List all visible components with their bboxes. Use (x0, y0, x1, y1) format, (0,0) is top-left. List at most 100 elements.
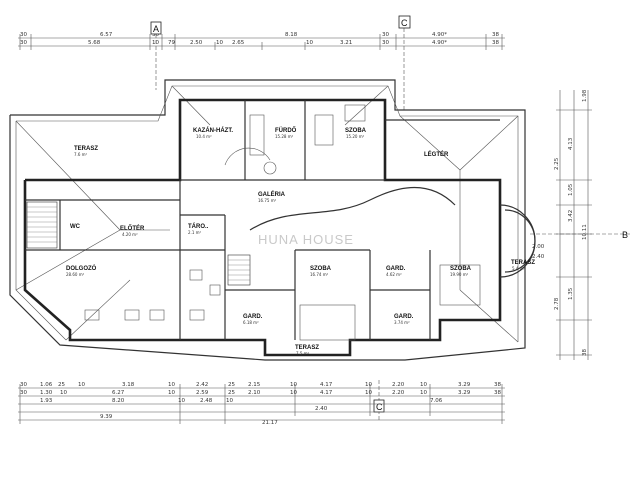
bottom-dim1-4: 10 (78, 382, 85, 388)
top-dim2-2: 5.68 (88, 40, 101, 46)
right-dim-3: 1.05 (568, 183, 574, 196)
room-gard-3-name: GARD. (394, 314, 414, 320)
bottom-dim1-2: 1.06 (40, 382, 53, 388)
room-terasz-nw-name: TERASZ (74, 146, 98, 152)
room-szoba-n-area: 15.20 m² (346, 134, 365, 139)
right-dim-1: 1.98 (582, 89, 588, 102)
room-gard-2-name: GARD. (243, 314, 263, 320)
room-galeria-area: 16.75 m² (258, 198, 277, 203)
top-dim2-5: 2.50 (190, 40, 203, 46)
bottom-dim1-6: 10 (168, 382, 175, 388)
stairs (26, 147, 271, 286)
right-dim-10: 2.78 (554, 297, 560, 310)
axis-c2-label: C (376, 402, 383, 412)
room-terasz-s-area: 7.5 m² (296, 351, 310, 356)
top-dim-4: 8.18 (285, 32, 298, 38)
bottom-dim2-10: 4.17 (320, 390, 333, 396)
bottom-dim3-2: 8.20 (112, 398, 125, 404)
room-gard-2-area: 6.18 m² (243, 320, 259, 325)
bottom-dim2-13: 10 (420, 390, 427, 396)
top-dim-7: 38 (492, 32, 499, 38)
axis-b-label: B (622, 230, 628, 240)
bottom-dim3-4: 2.48 (200, 398, 213, 404)
bottom-dim2-14: 3.29 (458, 390, 471, 396)
right-dim-2: 4.13 (568, 137, 574, 150)
bottom-dim2-4: 6.27 (112, 390, 125, 396)
bottom-dim1-10: 10 (290, 382, 297, 388)
right-dim-9: 1.35 (568, 287, 574, 300)
bottom-dim2-1: 30 (20, 390, 27, 396)
room-gard-1-name: GARD. (386, 266, 406, 272)
right-dim-5: 3.42 (568, 210, 574, 222)
axis-a-label: A (153, 24, 159, 34)
top-dim2-9: 3.21 (340, 40, 352, 46)
furniture (84, 104, 481, 341)
bottom-dim2-6: 2.59 (196, 390, 209, 396)
room-szoba-n-name: SZOBA (345, 128, 367, 134)
right-dim-8: 2.40 (532, 254, 545, 260)
bottom-dim1-9: 2.15 (248, 382, 261, 388)
bottom-dim1-8: 25 (228, 382, 235, 388)
right-dim-7: 2.00 (532, 244, 545, 250)
bottom-dim2-3: 10 (60, 390, 67, 396)
bottom-dim4-1: 9.39 (100, 414, 113, 420)
top-dim2-8: 10 (306, 40, 313, 46)
room-szoba-e-name: SZOBA (450, 266, 472, 272)
bottom-dim1-15: 3.29 (458, 382, 471, 388)
bottom-dim1-5: 3.18 (122, 382, 135, 388)
bottom-dim2-8: 2.10 (248, 390, 261, 396)
bottom-dim4-2: 2.40 (315, 406, 328, 412)
top-dim-2: 6.57 (100, 32, 113, 38)
room-tarolo-name: TÁRO.. (188, 223, 209, 230)
axis-c-label: C (401, 18, 408, 28)
bottom-dim3-6: 7.06 (430, 398, 443, 404)
bottom-dim1-12: 10 (365, 382, 372, 388)
bottom-dim1-16: 38 (494, 382, 501, 388)
top-dim2-1: 30 (20, 40, 27, 46)
room-kazan-area: 10.4 m² (196, 134, 212, 139)
bottom-dim2-2: 1.30 (40, 390, 53, 396)
bottom-dim1-3: 25 (58, 382, 65, 388)
interior-walls (25, 100, 500, 340)
bottom-dim2-12: 2.20 (392, 390, 405, 396)
bottom-dim3-3: 10 (178, 398, 185, 404)
room-dolgozo-area: 28.60 m² (66, 272, 85, 277)
watermark: HUNA HOUSE (258, 232, 354, 247)
room-labels: TERASZ 7.6 m² KAZÁN-HÁZT. 10.4 m² FÜRDŐ … (66, 127, 535, 356)
right-dim-4: 2.25 (554, 157, 560, 170)
room-eloter-area: 4.20 m² (122, 232, 138, 237)
room-terasz-nw-area: 7.6 m² (74, 152, 88, 157)
top-dim-1: 30 (20, 32, 27, 38)
top-dim-5: 30 (382, 32, 389, 38)
room-wc-name: WC (70, 224, 81, 230)
right-dimensions: 1.98 4.13 1.05 2.25 3.42 10.11 2.00 2.40… (532, 89, 592, 360)
top-dim2-11: 4.90* (432, 40, 447, 46)
bottom-dim3-5: 10 (226, 398, 233, 404)
right-dim-6: 10.11 (582, 224, 588, 240)
top-dim-6: 4.90* (432, 32, 447, 38)
bottom-dim2-15: 38 (494, 390, 501, 396)
bottom-dimensions: 30 1.06 25 10 3.18 10 2.42 25 2.15 10 4.… (18, 382, 505, 426)
room-terasz-e-area: 5.4 m² (512, 266, 526, 271)
room-furdo-name: FÜRDŐ (275, 127, 297, 134)
bottom-dim1-11: 4.17 (320, 382, 333, 388)
top-dim2-4: 79 (168, 40, 175, 46)
room-terasz-e-name: TERASZ (511, 260, 535, 266)
room-terasz-s-name: TERASZ (295, 345, 319, 351)
room-dolgozo-name: DOLGOZÓ (66, 264, 97, 272)
room-furdo-area: 15.28 m² (275, 134, 294, 139)
room-eloter-name: ELŐTÉR (120, 224, 145, 232)
top-dim2-7: 2.65 (232, 40, 245, 46)
top-dim2-6: 10 (216, 40, 223, 46)
bottom-dim2-9: 10 (290, 390, 297, 396)
bottom-dim4-3: 21.17 (262, 420, 278, 426)
bottom-dim1-14: 10 (420, 382, 427, 388)
bottom-dim2-5: 10 (168, 390, 175, 396)
room-gard-1-area: 4.62 m² (386, 272, 402, 277)
bottom-dim1-7: 2.42 (196, 382, 208, 388)
right-dim-11: 38 (582, 349, 588, 356)
bottom-dim2-11: 10 (365, 390, 372, 396)
room-szoba-e-area: 19.90 m² (450, 272, 469, 277)
bottom-dim1-1: 30 (20, 382, 27, 388)
